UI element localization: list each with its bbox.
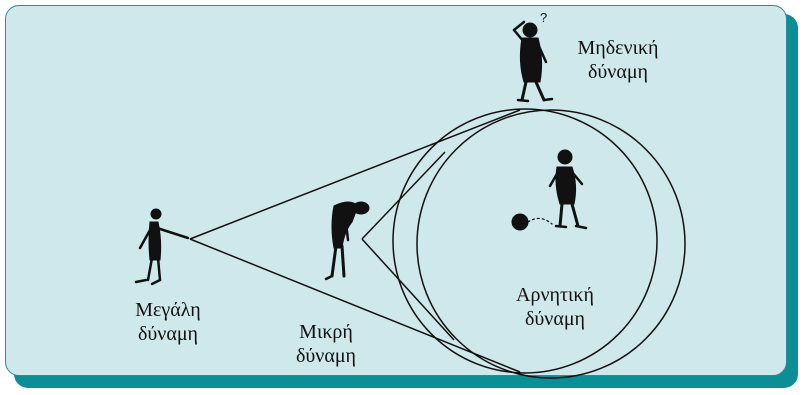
bending-person-icon <box>324 201 370 281</box>
inner-circle <box>416 109 686 379</box>
diagram-panel <box>5 5 787 376</box>
svg-text:?: ? <box>540 10 547 25</box>
negative-force-label: Αρνητική δύναμη <box>516 284 594 330</box>
inner-cone-upper <box>361 151 446 240</box>
pointing-person-icon <box>134 208 190 286</box>
person-with-ball-icon <box>511 149 588 231</box>
large-force-label: Μεγάλη δύναμη <box>135 299 201 345</box>
cone-line-lower <box>189 238 521 373</box>
inner-cone-lower <box>361 238 455 341</box>
scratching-head-person-icon: ? <box>512 10 554 103</box>
cone-line-upper <box>189 109 521 240</box>
zero-force-label: Μηδενική δύναμη <box>577 37 659 83</box>
small-force-label: Μικρή δύναμη <box>295 321 357 367</box>
outer-circle <box>392 108 658 374</box>
